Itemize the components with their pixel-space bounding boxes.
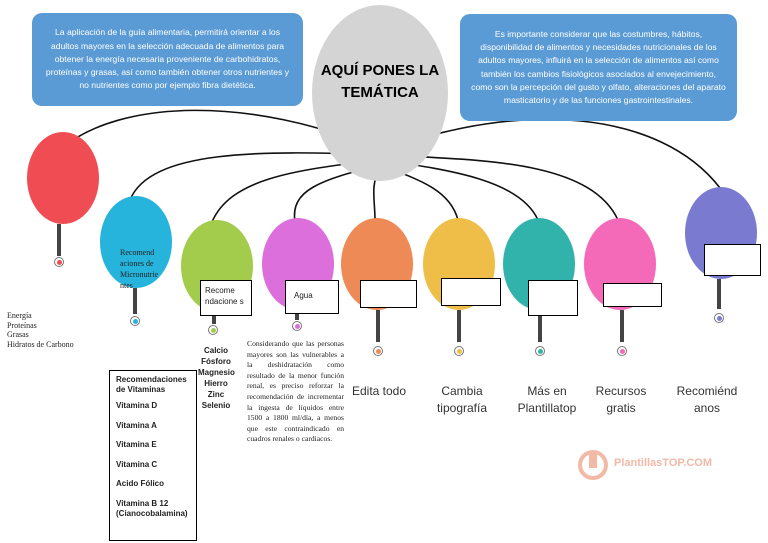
recommendations-label: Recome ndacione s (205, 286, 244, 306)
watermark-icon (578, 450, 608, 480)
balloon-lime-knot (208, 325, 218, 335)
recommendations-box: Recome ndacione s (200, 280, 252, 316)
vitamin-item: Acido Fólico (116, 479, 164, 488)
balloon-red-string (57, 224, 61, 256)
mineral-item: Selenio (201, 401, 231, 410)
more-label: Más en Plantillatop (517, 384, 577, 415)
resources-box (603, 283, 662, 307)
edit-box (360, 280, 417, 308)
balloon-red (27, 132, 99, 224)
typography-label: Cambia tipografía (436, 384, 488, 415)
recommend-box (704, 244, 761, 276)
balloon-indigo-string (717, 279, 721, 309)
minerals-list: Calcio Fósforo Magnesio Hierro Zinc Sele… (198, 345, 235, 411)
balloon-lime-string (212, 312, 216, 324)
energy-list: Energía Proteínas Grasas Hidratos de Car… (7, 311, 74, 349)
more-box (528, 280, 578, 316)
resources-label: Recursos gratis (595, 384, 647, 415)
mineral-item: Fósforo (201, 357, 231, 366)
micronutrients-label: Recomend aciones de Micronutrie ntes (120, 248, 159, 290)
vitamin-item: Vitamina E (116, 440, 157, 449)
balloon-indigo-knot (714, 313, 724, 323)
balloon-rose-knot (617, 346, 627, 356)
balloon-orange-knot (373, 346, 383, 356)
watermark-text: PlantillasTOP.COM (614, 457, 713, 469)
left-info-text: La aplicación de la guía alimentaria, pe… (45, 27, 290, 91)
mineral-item: Hierro (204, 379, 228, 388)
balloon-cyan (100, 196, 172, 288)
vitamins-box: Recomendaciones de Vitaminas Vitamina D … (109, 370, 197, 541)
balloon-teal-string (538, 310, 542, 342)
vitamin-item: Vitamina C (116, 459, 158, 469)
balloon-pink-string (295, 310, 299, 320)
mineral-item: Zinc (207, 390, 225, 399)
right-info-box: Es importante considerar que las costumb… (460, 14, 737, 121)
left-info-box: La aplicación de la guía alimentaria, pe… (32, 13, 303, 106)
water-box: Agua (285, 280, 339, 314)
central-topic-oval (312, 5, 448, 181)
balloon-yellow-knot (454, 346, 464, 356)
energy-item: Energía (7, 311, 32, 320)
energy-item: Hidratos de Carbono (7, 339, 74, 349)
balloon-red-knot (54, 257, 64, 267)
balloon-rose-string (620, 310, 624, 342)
water-label: Agua (294, 291, 313, 300)
typography-box (441, 278, 501, 306)
balloon-orange-string (376, 310, 380, 342)
watermark-logo: PlantillasTOP.COM (576, 448, 726, 482)
balloon-teal-knot (535, 346, 545, 356)
vitamin-item: Vitamina D (116, 401, 158, 410)
water-description: Considerando que las personas mayores so… (247, 339, 344, 444)
recommend-label: Recomiénd anos (676, 384, 738, 415)
balloon-cyan-string (133, 288, 137, 314)
mineral-item: Calcio (203, 346, 228, 355)
edit-label: Edita todo (351, 384, 407, 398)
mineral-item: Magnesio (198, 368, 235, 377)
vitamin-item: Vitamina A (116, 420, 157, 430)
balloon-pink-knot (292, 321, 302, 331)
vitamin-item: Vitamina B 12 (Cianocobalamina) (116, 498, 188, 518)
energy-item: Grasas (7, 330, 29, 339)
right-info-text: Es importante considerar que las costumb… (471, 28, 726, 105)
balloon-yellow-string (457, 310, 461, 342)
balloon-cyan-knot (130, 316, 140, 326)
vitamins-title: Recomendaciones de Vitaminas (116, 375, 187, 394)
energy-item: Proteínas (7, 320, 37, 330)
central-topic-title: AQUÍ PONES LA TEMÁTICA (320, 62, 440, 101)
